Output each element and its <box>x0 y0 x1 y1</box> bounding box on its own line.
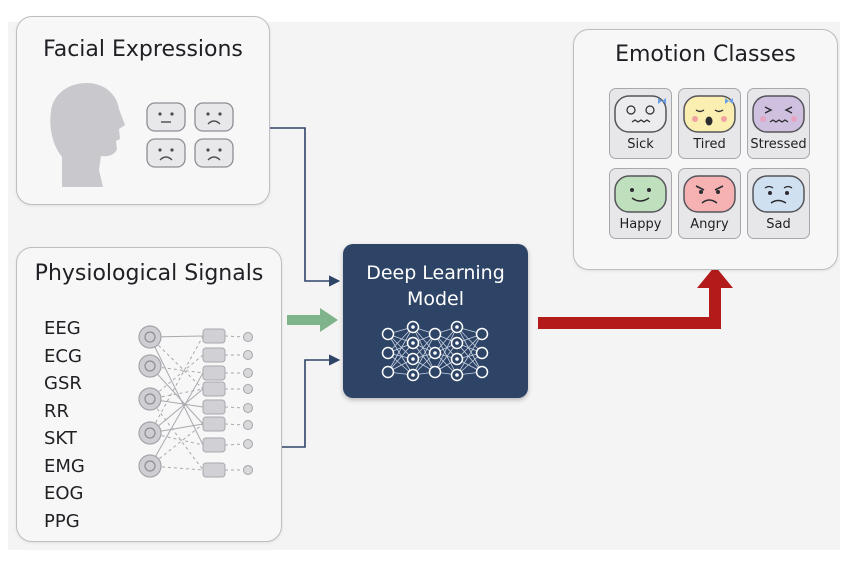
model-title: Deep Learning Model <box>343 260 528 312</box>
facial-expressions-panel: Facial Expressions <box>16 16 270 205</box>
signal-to-model-arrow <box>287 308 338 332</box>
model-title-line1: Deep Learning <box>366 262 505 284</box>
head-profile-icon <box>50 83 125 187</box>
sad-face-icon <box>194 138 234 168</box>
processing-block <box>202 399 226 415</box>
processing-block <box>202 381 226 397</box>
happy-face-icon <box>614 175 667 213</box>
signal-label: EEG <box>44 318 81 339</box>
emotion-card: Tired <box>678 88 741 159</box>
network-node <box>428 365 442 379</box>
processing-block <box>202 365 226 381</box>
sad-face-icon <box>146 138 186 168</box>
neutral-face-icon <box>146 102 186 132</box>
network-node <box>381 327 395 341</box>
signal-list: EEG ECG GSR RR SKT EMG EOG PPG <box>44 315 85 535</box>
emotion-classes-title: Emotion Classes <box>615 42 796 67</box>
processing-block <box>202 437 226 453</box>
emotion-label: Tired <box>693 137 726 152</box>
emotion-card: Stressed <box>747 88 810 159</box>
facial-faces-group <box>146 102 234 168</box>
emotion-label: Sick <box>627 137 654 152</box>
emotion-card: Happy <box>609 168 672 239</box>
signal-label: EOG <box>44 483 84 504</box>
emotion-card: Angry <box>678 168 741 239</box>
emotion-label: Happy <box>619 217 662 232</box>
emotion-card: Sick <box>609 88 672 159</box>
signal-label: PPG <box>44 510 80 532</box>
network-node <box>381 346 395 360</box>
output-node <box>243 384 253 394</box>
neural-network-icon <box>381 320 489 382</box>
facial-to-model-connector <box>270 127 341 287</box>
processing-block <box>202 347 226 363</box>
output-node <box>243 368 253 378</box>
emotion-label: Stressed <box>750 137 807 152</box>
signal-label: ECG <box>44 345 82 367</box>
sensor-links <box>149 335 246 471</box>
emotion-card: Sad <box>747 168 810 239</box>
network-node <box>475 346 489 360</box>
output-node <box>243 439 253 449</box>
sick-face-icon <box>614 95 667 133</box>
processing-block <box>202 328 226 344</box>
sensor-network-icon <box>138 325 253 478</box>
emotion-label: Sad <box>766 217 791 232</box>
signal-label: EMG <box>44 455 85 477</box>
network-node <box>428 327 442 341</box>
angry-face-icon <box>683 175 736 213</box>
tired-face-icon <box>683 95 736 133</box>
emotion-classes-panel: Emotion Classes Sick Tired Stressed Happ… <box>573 29 838 270</box>
output-node <box>243 420 253 430</box>
sensor-node <box>138 454 162 478</box>
physio-to-model-connector <box>282 354 341 448</box>
physiological-signals-title: Physiological Signals <box>34 261 264 286</box>
model-title-line2: Model <box>406 288 465 310</box>
network-node <box>381 365 395 379</box>
network-node <box>475 365 489 379</box>
emotion-label: Angry <box>690 217 729 232</box>
network-node <box>475 327 489 341</box>
deep-learning-model-box: Deep Learning Model <box>343 244 528 398</box>
signal-label: GSR <box>44 373 82 394</box>
output-node <box>243 465 253 475</box>
sensor-node <box>138 387 162 411</box>
sad-face-icon <box>194 102 234 132</box>
facial-expressions-title: Facial Expressions <box>43 37 243 62</box>
output-node <box>243 332 253 342</box>
output-node <box>243 403 253 413</box>
output-node <box>243 350 253 360</box>
sensor-node <box>138 354 162 378</box>
processing-block <box>202 462 226 478</box>
physiological-signals-panel: Physiological Signals EEG ECG GSR RR SKT… <box>16 247 282 542</box>
sensor-node <box>138 325 162 349</box>
stressed-face-icon <box>752 95 805 133</box>
sad-face-icon <box>752 175 805 213</box>
sensor-node <box>138 421 162 445</box>
signal-label: RR <box>44 400 70 422</box>
signal-label: SKT <box>44 428 77 449</box>
processing-block <box>202 416 226 432</box>
model-to-emotion-arrow <box>538 266 733 329</box>
